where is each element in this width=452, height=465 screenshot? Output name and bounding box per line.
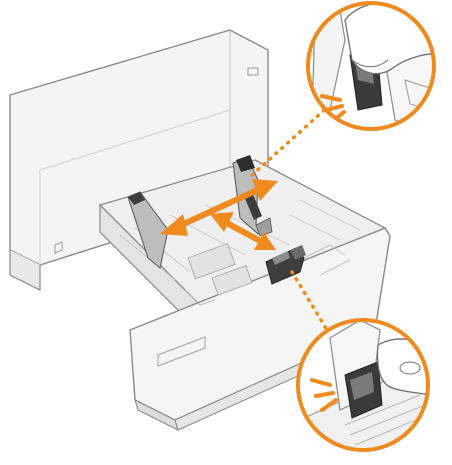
guide-release-lever-icon (344, 361, 383, 419)
side-paper-guide-icon (127, 191, 169, 269)
side-guide-slide-arrow (160, 179, 278, 236)
end-guide-slide-arrow (210, 212, 276, 250)
bottom-callout-zoom (296, 318, 430, 452)
pinch-finger-icon (344, 3, 434, 75)
end-paper-guide-icon (265, 245, 306, 285)
click-indicator-icon (310, 378, 338, 412)
